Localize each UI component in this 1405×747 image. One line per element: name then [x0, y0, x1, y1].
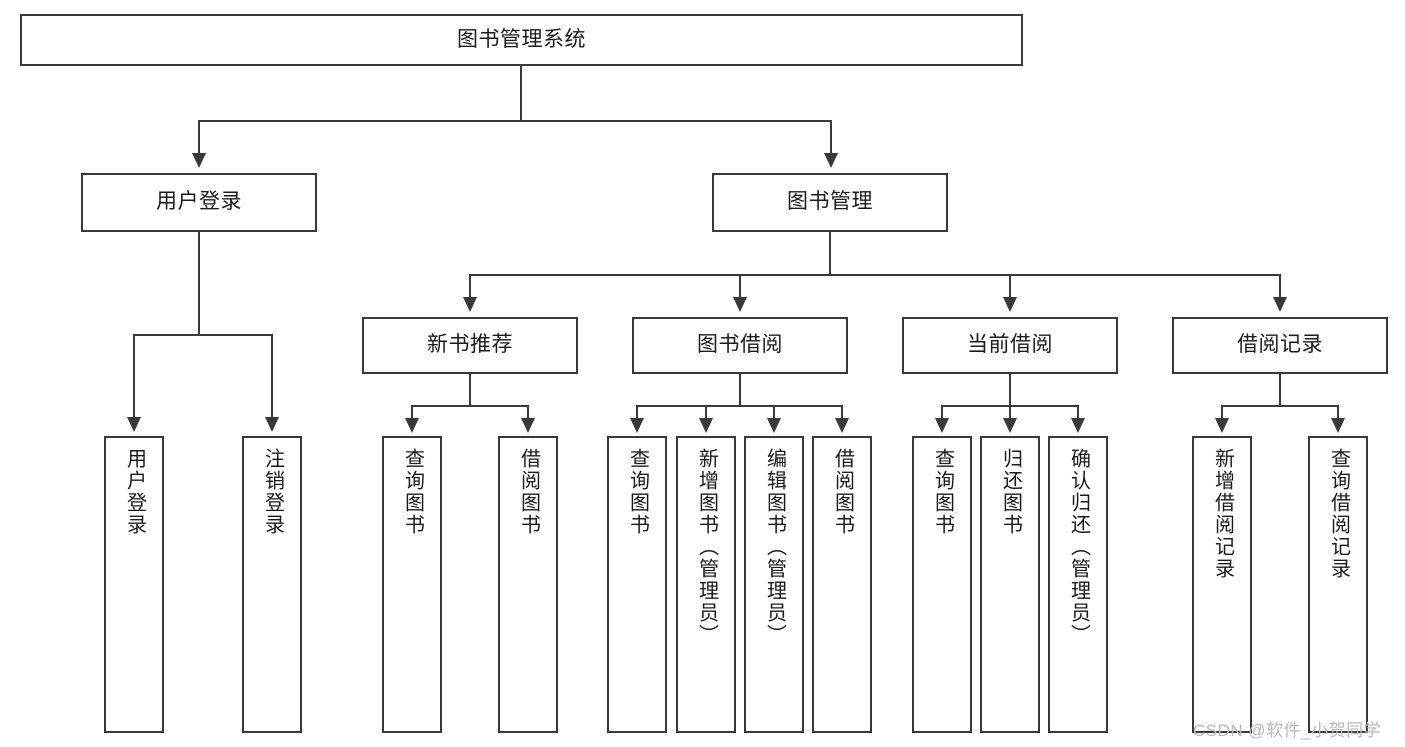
- node-leaf-query-book-1-label: 查询图书: [401, 448, 424, 536]
- node-user-login-label: 用户登录: [156, 190, 242, 214]
- node-leaf-edit-book[interactable]: 编辑图书（管理员）: [744, 436, 804, 733]
- node-leaf-borrow-book-2[interactable]: 借阅图书: [812, 436, 872, 733]
- node-leaf-return-book[interactable]: 归还图书: [980, 436, 1040, 733]
- node-new-book-recommend-label: 新书推荐: [427, 333, 513, 357]
- node-leaf-query-record[interactable]: 查询借阅记录: [1308, 436, 1368, 733]
- edge-user-login-to-leaf-1: [271, 334, 273, 419]
- arrow-book-borrow-to-leaf-1: [699, 418, 713, 433]
- edge-root-bar: [198, 120, 832, 122]
- edge-borrow-record-to-leaf-1: [1337, 405, 1339, 420]
- edge-new-book-recommend-to-leaf-1: [527, 405, 529, 420]
- node-leaf-borrow-book-1-label: 借阅图书: [517, 448, 540, 536]
- node-leaf-add-book-label: 新增图书（管理员）: [695, 448, 718, 646]
- node-leaf-query-record-label: 查询借阅记录: [1327, 448, 1350, 580]
- edge-borrow-record-bar: [1221, 405, 1338, 407]
- edge-book-manage-stem: [829, 232, 831, 276]
- arrow-book-manage-to-child-3: [1273, 297, 1287, 312]
- edge-root-to-book-manage: [830, 120, 832, 155]
- arrow-borrow-record-to-leaf-0: [1215, 418, 1229, 433]
- arrow-book-borrow-to-leaf-2: [767, 418, 781, 433]
- node-leaf-user-login[interactable]: 用户登录: [104, 436, 164, 733]
- node-root[interactable]: 图书管理系统: [20, 14, 1023, 66]
- arrow-book-manage-to-child-0: [463, 297, 477, 312]
- arrow-user-login-to-leaf-0: [127, 417, 141, 432]
- arrow-book-manage-to-child-2: [1003, 297, 1017, 312]
- arrow-book-borrow-to-leaf-3: [835, 418, 849, 433]
- arrow-borrow-record-to-leaf-1: [1331, 418, 1345, 433]
- arrow-new-book-recommend-to-leaf-1: [521, 418, 535, 433]
- arrow-book-borrow-to-leaf-0: [630, 418, 644, 433]
- edge-current-borrow-to-leaf-1: [1009, 405, 1011, 420]
- edge-user-login-stem: [198, 232, 200, 336]
- node-leaf-user-logout-label: 注销登录: [261, 448, 284, 536]
- edge-user-login-to-leaf-0: [133, 334, 135, 419]
- edge-book-borrow-bar: [636, 405, 842, 407]
- arrow-root-to-user-login: [192, 153, 206, 168]
- arrow-book-manage-to-child-1: [733, 297, 747, 312]
- node-new-book-recommend[interactable]: 新书推荐: [362, 317, 578, 374]
- edge-borrow-record-to-leaf-0: [1221, 405, 1223, 420]
- node-leaf-query-book-3[interactable]: 查询图书: [912, 436, 972, 733]
- node-book-manage-label: 图书管理: [787, 190, 873, 214]
- node-leaf-query-book-2[interactable]: 查询图书: [607, 436, 667, 733]
- edge-new-book-recommend-stem: [469, 374, 471, 407]
- node-leaf-add-record[interactable]: 新增借阅记录: [1192, 436, 1252, 733]
- edge-book-borrow-to-leaf-1: [705, 405, 707, 420]
- edge-root-to-user-login: [198, 120, 200, 155]
- edge-book-manage-to-child-0: [469, 274, 471, 299]
- arrow-current-borrow-to-leaf-2: [1071, 418, 1085, 433]
- arrow-current-borrow-to-leaf-0: [935, 418, 949, 433]
- node-leaf-query-book-1[interactable]: 查询图书: [382, 436, 442, 733]
- edge-book-borrow-to-leaf-3: [841, 405, 843, 420]
- arrow-root-to-book-manage: [824, 153, 838, 168]
- node-leaf-confirm-return[interactable]: 确认归还（管理员）: [1048, 436, 1108, 733]
- edge-book-borrow-stem: [739, 374, 741, 407]
- edge-book-manage-to-child-1: [739, 274, 741, 299]
- edge-book-manage-to-child-2: [1009, 274, 1011, 299]
- node-borrow-record[interactable]: 借阅记录: [1172, 317, 1388, 374]
- node-borrow-record-label: 借阅记录: [1237, 333, 1323, 357]
- edge-user-login-bar: [133, 334, 272, 336]
- node-book-borrow[interactable]: 图书借阅: [632, 317, 848, 374]
- node-leaf-user-logout[interactable]: 注销登录: [242, 436, 302, 733]
- node-current-borrow-label: 当前借阅: [967, 333, 1053, 357]
- node-leaf-user-login-label: 用户登录: [123, 448, 146, 536]
- watermark: CSDN @软件_小贺同学: [1193, 721, 1382, 740]
- node-leaf-confirm-return-label: 确认归还（管理员）: [1067, 448, 1090, 646]
- edge-book-manage-to-child-3: [1279, 274, 1281, 299]
- edge-current-borrow-to-leaf-0: [941, 405, 943, 420]
- node-root-label: 图书管理系统: [457, 27, 586, 51]
- node-leaf-query-book-2-label: 查询图书: [626, 448, 649, 536]
- arrow-new-book-recommend-to-leaf-0: [405, 418, 419, 433]
- node-leaf-query-book-3-label: 查询图书: [931, 448, 954, 536]
- node-leaf-return-book-label: 归还图书: [999, 448, 1022, 536]
- edge-root-stem: [520, 66, 522, 121]
- edge-book-borrow-to-leaf-2: [773, 405, 775, 420]
- edge-current-borrow-stem: [1009, 374, 1011, 407]
- arrow-user-login-to-leaf-1: [265, 417, 279, 432]
- node-leaf-borrow-book-1[interactable]: 借阅图书: [498, 436, 558, 733]
- edge-new-book-recommend-bar: [411, 405, 528, 407]
- node-leaf-add-record-label: 新增借阅记录: [1211, 448, 1234, 580]
- node-user-login[interactable]: 用户登录: [81, 173, 317, 232]
- edge-book-manage-bar: [469, 274, 1281, 276]
- node-leaf-borrow-book-2-label: 借阅图书: [831, 448, 854, 536]
- edge-new-book-recommend-to-leaf-0: [411, 405, 413, 420]
- arrow-current-borrow-to-leaf-1: [1003, 418, 1017, 433]
- node-leaf-add-book[interactable]: 新增图书（管理员）: [676, 436, 736, 733]
- node-book-borrow-label: 图书借阅: [697, 333, 783, 357]
- node-current-borrow[interactable]: 当前借阅: [902, 317, 1118, 374]
- node-leaf-edit-book-label: 编辑图书（管理员）: [763, 448, 786, 646]
- edge-book-borrow-to-leaf-0: [636, 405, 638, 420]
- edge-borrow-record-stem: [1279, 374, 1281, 407]
- edge-current-borrow-to-leaf-2: [1077, 405, 1079, 420]
- node-book-manage[interactable]: 图书管理: [712, 173, 948, 232]
